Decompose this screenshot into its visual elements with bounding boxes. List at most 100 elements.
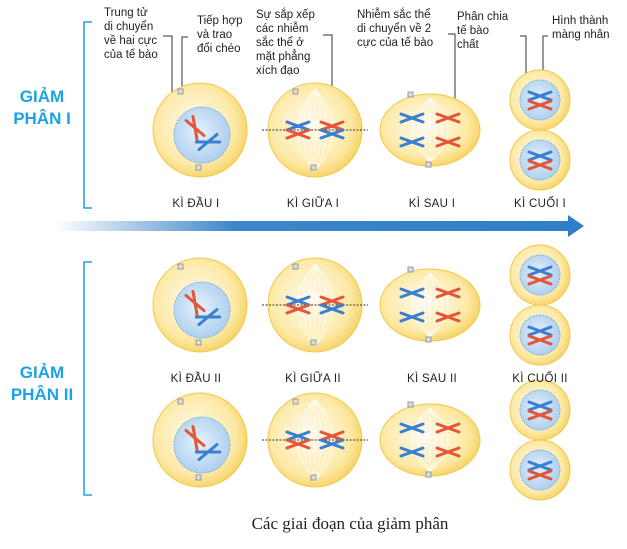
- chromosome: [319, 430, 345, 442]
- chromosome: [527, 150, 553, 162]
- chromosome: [399, 112, 425, 124]
- chromosome: [527, 159, 553, 171]
- chromosome: [527, 334, 553, 346]
- nucleus: [519, 449, 561, 491]
- cell-prophase-2: [152, 392, 248, 488]
- annotation-text: Phân chia: [457, 11, 509, 23]
- chromosome: [319, 438, 345, 450]
- centriole-icon: [177, 398, 184, 405]
- cell-metaphase-1: [262, 257, 368, 353]
- spindle-fiber: [429, 407, 443, 473]
- chromosome: [285, 303, 311, 315]
- annotation-leader-line: [323, 34, 333, 102]
- centriole-icon: [195, 339, 202, 346]
- spindle-fiber: [411, 97, 431, 163]
- meiosis1-label-line2: PHÂN I: [13, 109, 71, 128]
- spindle-fiber: [423, 97, 431, 163]
- nucleus: [519, 139, 561, 181]
- stage-metaphase-2: KÌ GIỮA II: [285, 372, 341, 385]
- annotation-text: các nhiễm: [256, 22, 308, 35]
- chromosome: [527, 90, 553, 102]
- spindle-fiber: [423, 407, 431, 473]
- chromosome: [527, 409, 553, 421]
- annotation-text: Nhiễm sắc thể: [357, 8, 431, 21]
- annotation-text: Hình thành: [552, 15, 608, 27]
- nucleus: [519, 254, 561, 296]
- nucleus: [519, 314, 561, 356]
- meiosis2-label-line1: GIẢM: [20, 363, 64, 382]
- chromosome: [435, 422, 461, 434]
- centriole-icon: [177, 88, 184, 95]
- annotation-text: Trung tử: [104, 7, 148, 19]
- spindle-fiber: [417, 407, 431, 473]
- centriole-icon: [407, 401, 414, 408]
- timeline-arrow-shaft: [55, 221, 570, 231]
- meiosis2-bracket: [83, 261, 92, 496]
- annotation-text: về hai cực: [104, 35, 157, 47]
- annotation-text: mặt phẳng: [256, 50, 310, 63]
- annotation-text: của tế bào: [104, 49, 158, 61]
- annotation-text: và trao: [197, 29, 232, 41]
- centriole-icon: [195, 164, 202, 171]
- cell-anaphase-1: [379, 266, 481, 343]
- cell-prophase-1: [152, 257, 248, 353]
- centriole-icon: [310, 164, 317, 171]
- chromosome: [399, 446, 425, 458]
- chromosome: [285, 120, 311, 132]
- stage-anaphase-2: KÌ SAU II: [407, 372, 457, 385]
- cell-metaphase-2: [262, 392, 368, 488]
- chromosome: [527, 274, 553, 286]
- spindle-fiber: [429, 272, 437, 338]
- cell-telophase-2: [509, 379, 571, 501]
- centriole-icon: [425, 336, 432, 343]
- annotation-text: đổi chéo: [197, 43, 240, 55]
- chromosome: [399, 422, 425, 434]
- spindle-fiber: [417, 272, 431, 338]
- annotation-text: Tiếp hợp: [197, 15, 242, 27]
- centriole-icon: [310, 474, 317, 481]
- annotation-text: di chuyển: [104, 21, 153, 33]
- spindle-fiber: [429, 272, 449, 338]
- chromosome: [194, 307, 222, 327]
- chromosome: [527, 99, 553, 111]
- stage-telophase-1: KÌ CUỐI I: [514, 196, 566, 210]
- chromosome: [527, 325, 553, 337]
- chromosome: [527, 400, 553, 412]
- chromosome: [399, 136, 425, 148]
- annotation-text: màng nhân: [552, 29, 610, 41]
- centriole-icon: [195, 474, 202, 481]
- spindle-fiber: [429, 97, 449, 163]
- annotation-leader-line: [448, 33, 456, 115]
- chromosome: [184, 424, 206, 452]
- annotation-text: cực của tế bào: [357, 37, 433, 49]
- stage-telophase-2: KÌ CUỐI II: [512, 371, 567, 385]
- spindle-fiber: [417, 97, 431, 163]
- spindle-fiber: [411, 272, 431, 338]
- annotation-text: sắc thể ở: [256, 36, 304, 49]
- nucleus: [519, 389, 561, 431]
- stage-prophase-1: KÌ ĐẦU I: [172, 197, 219, 210]
- centriole-icon: [425, 471, 432, 478]
- spindle-fiber: [429, 272, 443, 338]
- annotation-text: Sự sắp xếp: [256, 8, 315, 21]
- spindle-fiber: [302, 88, 316, 172]
- chromosome: [285, 430, 311, 442]
- chromosome: [399, 287, 425, 299]
- stage-metaphase-1: KÌ GIỮA I: [287, 197, 339, 210]
- spindle-fiber: [411, 407, 431, 473]
- centriole-icon: [177, 263, 184, 270]
- centriole-icon: [407, 266, 414, 273]
- annotation-text: xích đạo: [256, 65, 299, 77]
- chromosome: [319, 120, 345, 132]
- meiosis2-label-line2: PHÂN II: [11, 385, 73, 404]
- stage-prophase-2: KÌ ĐẦU II: [171, 372, 222, 385]
- centriole-icon: [425, 161, 432, 168]
- chromosome: [435, 287, 461, 299]
- meiosis1-label-line1: GIẢM: [20, 87, 64, 106]
- chromosome: [285, 128, 311, 140]
- cell-telophase-0: [509, 69, 571, 191]
- chromosome: [435, 136, 461, 148]
- spindle-fiber: [302, 263, 316, 347]
- stage-anaphase-1: KÌ SAU I: [409, 197, 456, 210]
